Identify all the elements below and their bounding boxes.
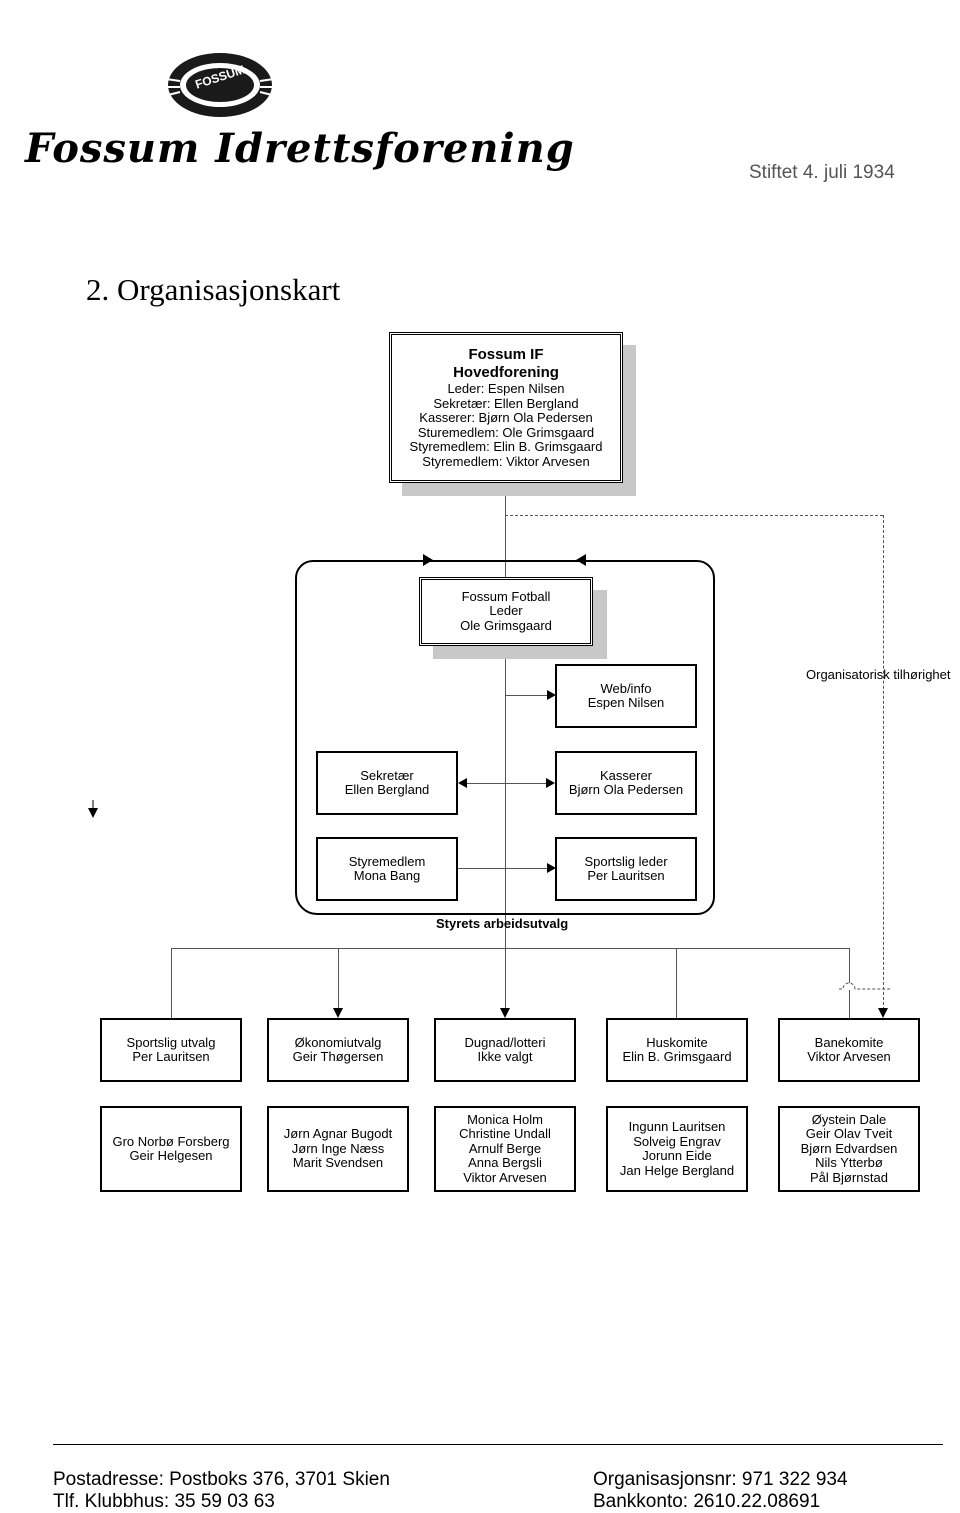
member-name: Bjørn Edvardsen <box>800 1140 898 1156</box>
footer-phone: Tlf. Klubbhus: 35 59 03 63 <box>53 1491 275 1512</box>
committee-name: Sportslig utvalg <box>126 1034 216 1050</box>
sports-leader-name: Per Lauritsen <box>587 868 665 883</box>
football-line: Ole Grimsgaard <box>460 617 552 633</box>
member-name: Anna Bergsli <box>468 1155 542 1171</box>
board-member-box: Styremedlem Mona Bang <box>316 837 458 901</box>
football-box: Fossum Fotball Leder Ole Grimsgaard <box>419 577 593 646</box>
founded-date: Stiftet 4. juli 1934 <box>749 162 895 183</box>
committee-box: Banekomite Viktor Arvesen <box>778 1018 920 1082</box>
committee-name: Økonomiutvalg <box>294 1034 382 1050</box>
members-box: Monica Holm Christine Undall Arnulf Berg… <box>434 1106 576 1192</box>
member-name: Jørn Inge Næss <box>291 1140 385 1156</box>
treasurer-box: Kasserer Bjørn Ola Pedersen <box>555 751 697 815</box>
main-board-title: Fossum IF <box>468 346 544 363</box>
committee-name: Banekomite <box>814 1034 884 1050</box>
footer-bank-account: Bankkonto: 2610.22.08691 <box>593 1491 821 1512</box>
secretary-name: Ellen Bergland <box>344 782 430 797</box>
football-line: Fossum Fotball <box>461 588 551 604</box>
member-name: Ingunn Lauritsen <box>628 1119 726 1134</box>
page-title: 2. Organisasjonskart <box>86 272 341 307</box>
members-box: Ingunn Lauritsen Solveig Engrav Jorunn E… <box>606 1106 748 1192</box>
member-name: Monica Holm <box>467 1111 543 1127</box>
member-name: Øystein Dale <box>811 1111 887 1127</box>
footer-org-number: Organisasjonsnr: 971 322 934 <box>593 1469 848 1490</box>
committee-leader: Elin B. Grimsgaard <box>622 1049 732 1064</box>
club-name: Fossum Idrettsforening <box>25 125 575 172</box>
committee-name: Huskomite <box>646 1034 708 1050</box>
member-name: Jorunn Eide <box>642 1148 712 1163</box>
main-board-line: Sekretær: Ellen Bergland <box>433 395 579 411</box>
web-info-box: Web/info Espen Nilsen <box>555 664 697 728</box>
web-info-role: Web/info <box>600 680 652 696</box>
football-line: Leder <box>489 603 523 619</box>
member-name: Jørn Agnar Bugodt <box>283 1126 393 1142</box>
main-board-line: Leder: Espen Nilsen <box>447 381 565 396</box>
member-name: Gro Norbø Forsberg <box>112 1133 230 1149</box>
treasurer-name: Bjørn Ola Pedersen <box>568 782 684 797</box>
org-affiliation-label: Organisatorisk tilhørighet <box>806 667 951 682</box>
committee-leader: Geir Thøgersen <box>292 1049 384 1064</box>
board-member-role: Styremedlem <box>348 853 426 869</box>
board-member-name: Mona Bang <box>353 868 421 883</box>
main-board-line: Styremedlem: Viktor Arvesen <box>422 453 590 469</box>
member-name: Geir Helgesen <box>129 1148 213 1163</box>
sports-leader-box: Sportslig leder Per Lauritsen <box>555 837 697 901</box>
work-committee-label: Styrets arbeidsutvalg <box>436 916 569 931</box>
committee-leader: Viktor Arvesen <box>807 1049 891 1064</box>
main-board-subtitle: Hovedforening <box>453 364 559 381</box>
main-board-box: Fossum IF Hovedforening Leder: Espen Nil… <box>389 332 623 483</box>
member-name: Solveig Engrav <box>633 1133 721 1149</box>
members-box: Øystein Dale Geir Olav Tveit Bjørn Edvar… <box>778 1106 920 1192</box>
members-box: Gro Norbø Forsberg Geir Helgesen <box>100 1106 242 1192</box>
member-name: Marit Svendsen <box>292 1155 384 1171</box>
member-name: Viktor Arvesen <box>463 1169 547 1185</box>
web-info-name: Espen Nilsen <box>587 695 665 710</box>
members-box: Jørn Agnar Bugodt Jørn Inge Næss Marit S… <box>267 1106 409 1192</box>
secretary-role: Sekretær <box>360 767 414 783</box>
main-board-line: Sturemedlem: Ole Grimsgaard <box>417 424 595 440</box>
committee-box: Sportslig utvalg Per Lauritsen <box>100 1018 242 1082</box>
committee-name: Dugnad/lotteri <box>464 1034 546 1050</box>
member-name: Geir Olav Tveit <box>805 1126 893 1142</box>
committee-box: Økonomiutvalg Geir Thøgersen <box>267 1018 409 1082</box>
member-name: Christine Undall <box>459 1126 551 1142</box>
club-emblem-icon <box>165 53 275 117</box>
member-name: Jan Helge Bergland <box>619 1162 735 1178</box>
footer-divider <box>53 1444 943 1445</box>
footer-address: Postadresse: Postboks 376, 3701 Skien <box>53 1469 390 1490</box>
committee-leader: Ikke valgt <box>477 1049 533 1064</box>
secretary-box: Sekretær Ellen Bergland <box>316 751 458 815</box>
committee-box: Huskomite Elin B. Grimsgaard <box>606 1018 748 1082</box>
committee-box: Dugnad/lotteri Ikke valgt <box>434 1018 576 1082</box>
member-name: Arnulf Berge <box>468 1140 542 1156</box>
committee-leader: Per Lauritsen <box>132 1049 210 1064</box>
member-name: Pål Bjørnstad <box>809 1169 889 1185</box>
main-board-line: Kasserer: Bjørn Ola Pedersen <box>419 410 593 425</box>
main-board-line: Styremedlem: Elin B. Grimsgaard <box>409 439 603 454</box>
treasurer-role: Kasserer <box>599 767 653 783</box>
sports-leader-role: Sportslig leder <box>584 853 668 869</box>
member-name: Nils Ytterbø <box>815 1155 883 1171</box>
